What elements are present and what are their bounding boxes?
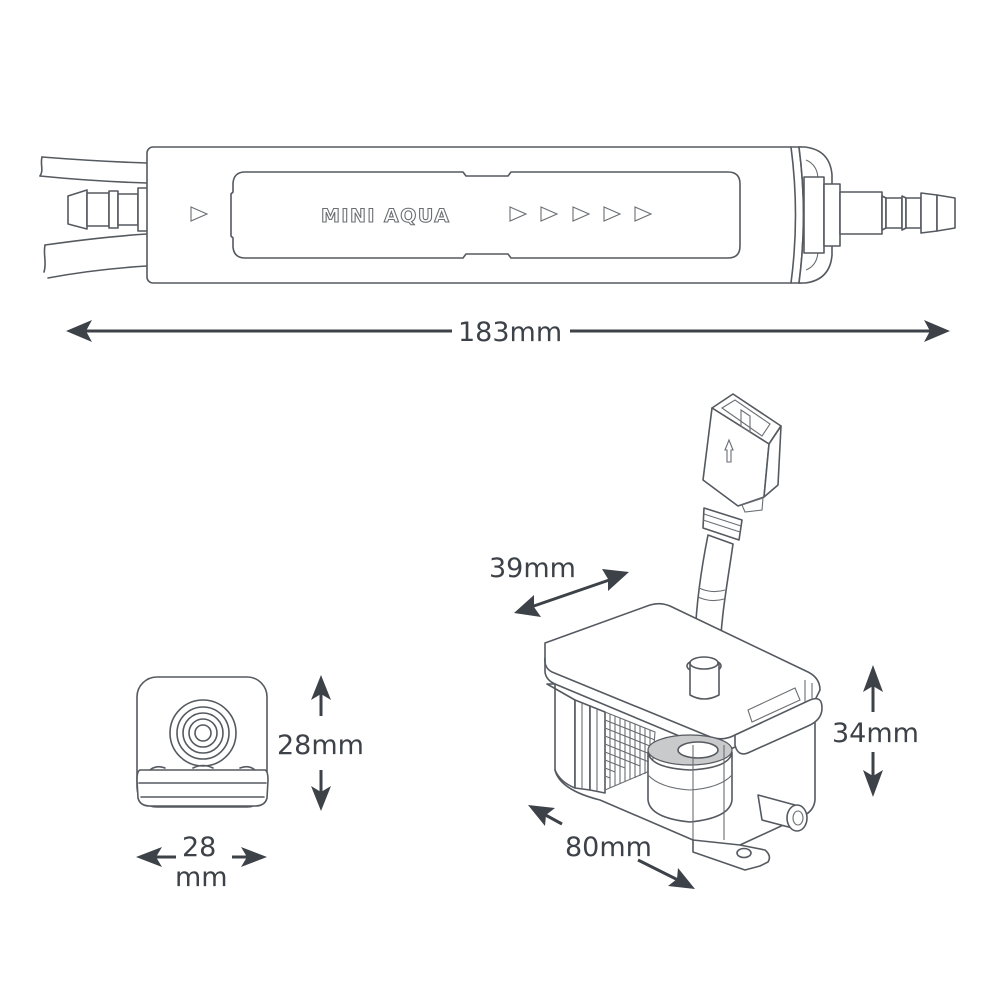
dimension-length-183: 183mm bbox=[66, 317, 950, 348]
flow-arrow-icon bbox=[603, 206, 622, 222]
reservoir-view bbox=[544, 393, 823, 871]
dimension-width-28: 28 mm bbox=[136, 832, 267, 893]
end-cap-right bbox=[790, 146, 841, 284]
dimension-label: 34mm bbox=[832, 718, 919, 749]
flow-arrow-icon bbox=[634, 206, 653, 222]
arrow-right-icon bbox=[924, 320, 950, 342]
arrow-up-left-icon bbox=[528, 805, 555, 826]
arrow-right-icon bbox=[602, 569, 629, 591]
clip-bracket bbox=[734, 680, 823, 755]
brand-label: MINI AQUA bbox=[321, 205, 450, 227]
hose-left bbox=[39, 156, 148, 279]
flow-arrow-icon bbox=[190, 206, 209, 222]
arrow-down-icon bbox=[863, 770, 883, 797]
pump-side-view: MINI AQUA bbox=[39, 146, 956, 284]
pump-body bbox=[146, 146, 808, 284]
flow-arrow-icon bbox=[509, 206, 528, 222]
arrow-up-icon bbox=[863, 665, 883, 692]
arrow-left-icon bbox=[514, 595, 541, 617]
flow-arrows bbox=[190, 206, 653, 222]
dimension-height-34: 34mm bbox=[832, 665, 919, 797]
dimension-label: 80mm bbox=[565, 832, 652, 863]
connector-plug bbox=[702, 393, 782, 513]
arrow-left-icon bbox=[66, 320, 92, 342]
dimension-label: 28 bbox=[182, 832, 216, 863]
arrow-down-icon bbox=[311, 786, 331, 811]
arrow-down-right-icon bbox=[668, 868, 695, 889]
dimension-depth-39: 39mm bbox=[489, 553, 629, 617]
mounting-tab bbox=[692, 839, 771, 871]
arrow-right-icon bbox=[241, 847, 267, 867]
arrow-up-icon bbox=[724, 438, 734, 463]
dimension-unit: mm bbox=[175, 862, 228, 893]
dimension-label: 183mm bbox=[458, 317, 562, 348]
dimension-height-28: 28mm bbox=[277, 675, 364, 811]
pump-end-view bbox=[136, 676, 269, 808]
dimension-length-80: 80mm bbox=[528, 805, 695, 889]
flow-arrow-icon bbox=[540, 206, 559, 222]
outlet-fitting bbox=[757, 794, 808, 832]
barb-fitting-left bbox=[67, 187, 149, 232]
flow-arrow-icon bbox=[572, 206, 591, 222]
dimension-label: 39mm bbox=[489, 553, 576, 584]
dimension-label: 28mm bbox=[277, 730, 364, 761]
barb-fitting-right bbox=[839, 191, 956, 235]
arrow-left-icon bbox=[136, 847, 162, 867]
label-recess bbox=[230, 171, 741, 259]
arrow-up-icon bbox=[311, 675, 331, 700]
